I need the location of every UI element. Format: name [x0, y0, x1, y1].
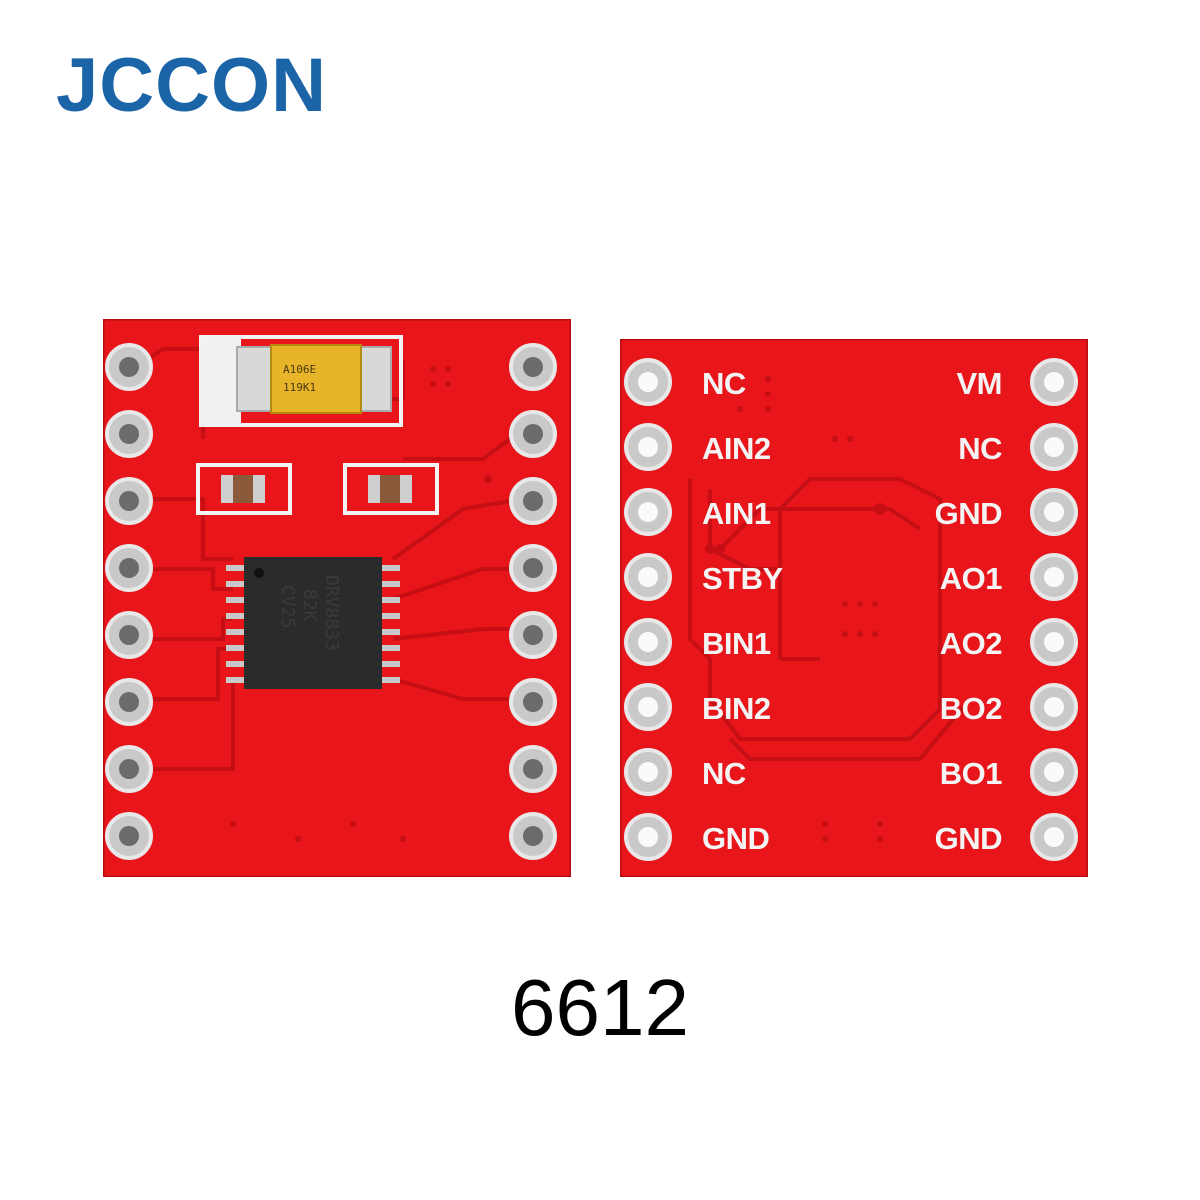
pin-label-right-6: BO2: [939, 691, 1003, 726]
pcb-back-graphic: [618, 337, 1090, 879]
model-caption: 6612: [511, 963, 689, 1052]
pin-label-right-5: AO2: [939, 626, 1003, 661]
pin-label-left-7: NC: [702, 756, 746, 791]
pin-label-left-5: BIN1: [702, 626, 771, 661]
front-right-pads: [509, 343, 557, 860]
ic-marking-1: DRV8833: [321, 575, 342, 651]
pcb-back: NC AIN2 AIN1 STBY BIN1 BIN2 NC GND VM NC…: [618, 337, 1090, 879]
pin-label-right-1: VM: [956, 366, 1003, 401]
ic-marking-2: 82K: [299, 589, 320, 622]
pin-label-left-2: AIN2: [702, 431, 771, 466]
ic-marking-3: CV25: [277, 585, 298, 629]
pin-label-right-4: AO1: [939, 561, 1003, 596]
pin-label-left-3: AIN1: [702, 496, 771, 531]
pin-label-left-4: STBY: [702, 561, 783, 596]
back-right-pads: [1030, 358, 1078, 861]
front-left-pads: [105, 343, 153, 860]
brand-logo: JCCON: [56, 43, 328, 128]
pin-label-left-1: NC: [702, 366, 746, 401]
pin-label-right-7: BO1: [939, 756, 1003, 791]
pin-label-right-2: NC: [958, 431, 1002, 466]
capacitor-marking-2: 119K1: [283, 381, 317, 394]
pin-label-left-6: BIN2: [702, 691, 771, 726]
pin-label-right-8: GND: [934, 821, 1003, 856]
capacitor-marking-1: A106E: [283, 363, 317, 376]
pcb-front: A106E 119K1 DRV8833 82K CV25: [101, 317, 573, 879]
pin-label-right-3: GND: [934, 496, 1003, 531]
pcb-front-graphic: [101, 317, 573, 879]
back-left-pads: [624, 358, 672, 861]
pin-label-left-8: GND: [702, 821, 770, 856]
